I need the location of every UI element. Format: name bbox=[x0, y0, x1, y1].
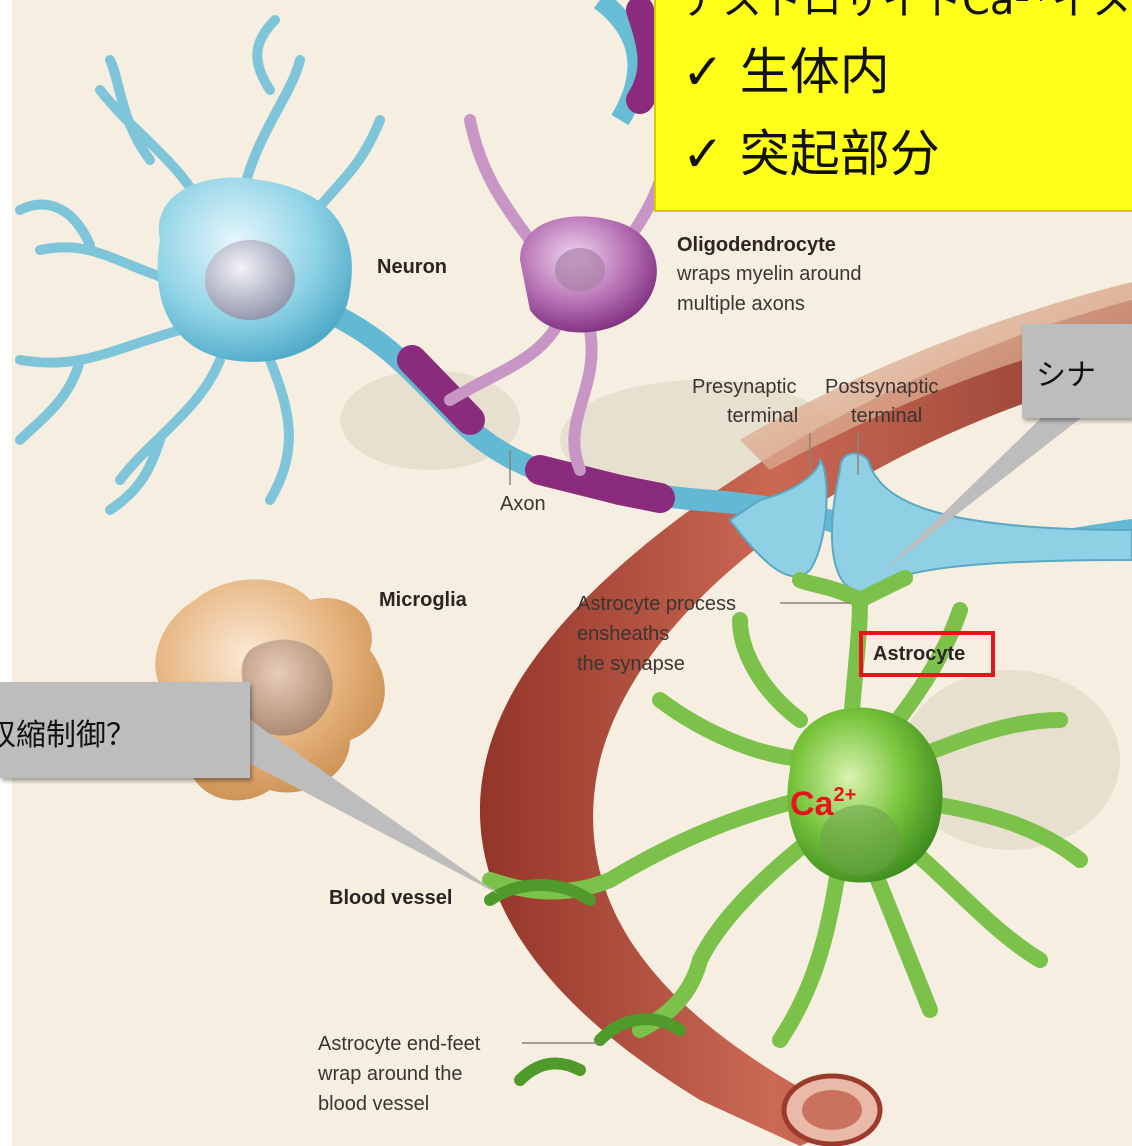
presynaptic-label-line2: terminal bbox=[727, 404, 798, 428]
blood-vessel-label: Blood vessel bbox=[329, 886, 452, 910]
vessel-callout: 収縮制御？ bbox=[0, 682, 250, 778]
microglia-label: Microglia bbox=[379, 588, 467, 612]
calcium-label: Ca2+ bbox=[790, 784, 856, 824]
postsynaptic-terminal bbox=[832, 453, 1132, 591]
endfeet-label-line2: wrap around the bbox=[318, 1062, 463, 1086]
oligodendrocyte-desc-line2: multiple axons bbox=[677, 292, 805, 316]
oligodendrocyte-desc-line1: wraps myelin around bbox=[677, 262, 862, 286]
oligodendrocyte-label: Oligodendrocyte bbox=[677, 233, 836, 257]
astrocyte-process-label-line1: Astrocyte process bbox=[577, 592, 736, 616]
calcium-charge: 2+ bbox=[833, 784, 856, 806]
postsynaptic-label-line2: terminal bbox=[851, 404, 922, 428]
neuron-label: Neuron bbox=[377, 255, 447, 279]
astrocyte-process-label-line2: ensheaths bbox=[577, 622, 669, 646]
calcium-symbol: Ca bbox=[790, 785, 833, 823]
endfeet-label-line3: blood vessel bbox=[318, 1092, 429, 1116]
postsynaptic-label-line1: Postsynaptic bbox=[825, 375, 938, 399]
yellow-callout-item-1: ✓ 生体内 bbox=[682, 32, 890, 104]
astrocyte-label: Astrocyte bbox=[873, 642, 965, 666]
axon-label: Axon bbox=[500, 492, 546, 516]
neuron-nucleus bbox=[205, 240, 295, 320]
yellow-callout-item-2: ✓ 突起部分 bbox=[682, 114, 940, 186]
synapse-callout-text: シナ bbox=[1036, 350, 1096, 394]
synapse-callout: シナ bbox=[1022, 324, 1132, 418]
endfeet-label-line1: Astrocyte end-feet bbox=[318, 1032, 480, 1056]
vessel-callout-text: 収縮制御？ bbox=[0, 710, 136, 754]
vessel-callout-pointer bbox=[225, 720, 500, 895]
presynaptic-label-line1: Presynaptic bbox=[692, 375, 797, 399]
yellow-callout: アストロサイトCa²⁺イメ ✓ 生体内 ✓ 突起部分 bbox=[654, 0, 1132, 212]
yellow-callout-heading: アストロサイトCa²⁺イメ bbox=[682, 0, 1132, 26]
astrocyte-process-label-line3: the synapse bbox=[577, 652, 685, 676]
